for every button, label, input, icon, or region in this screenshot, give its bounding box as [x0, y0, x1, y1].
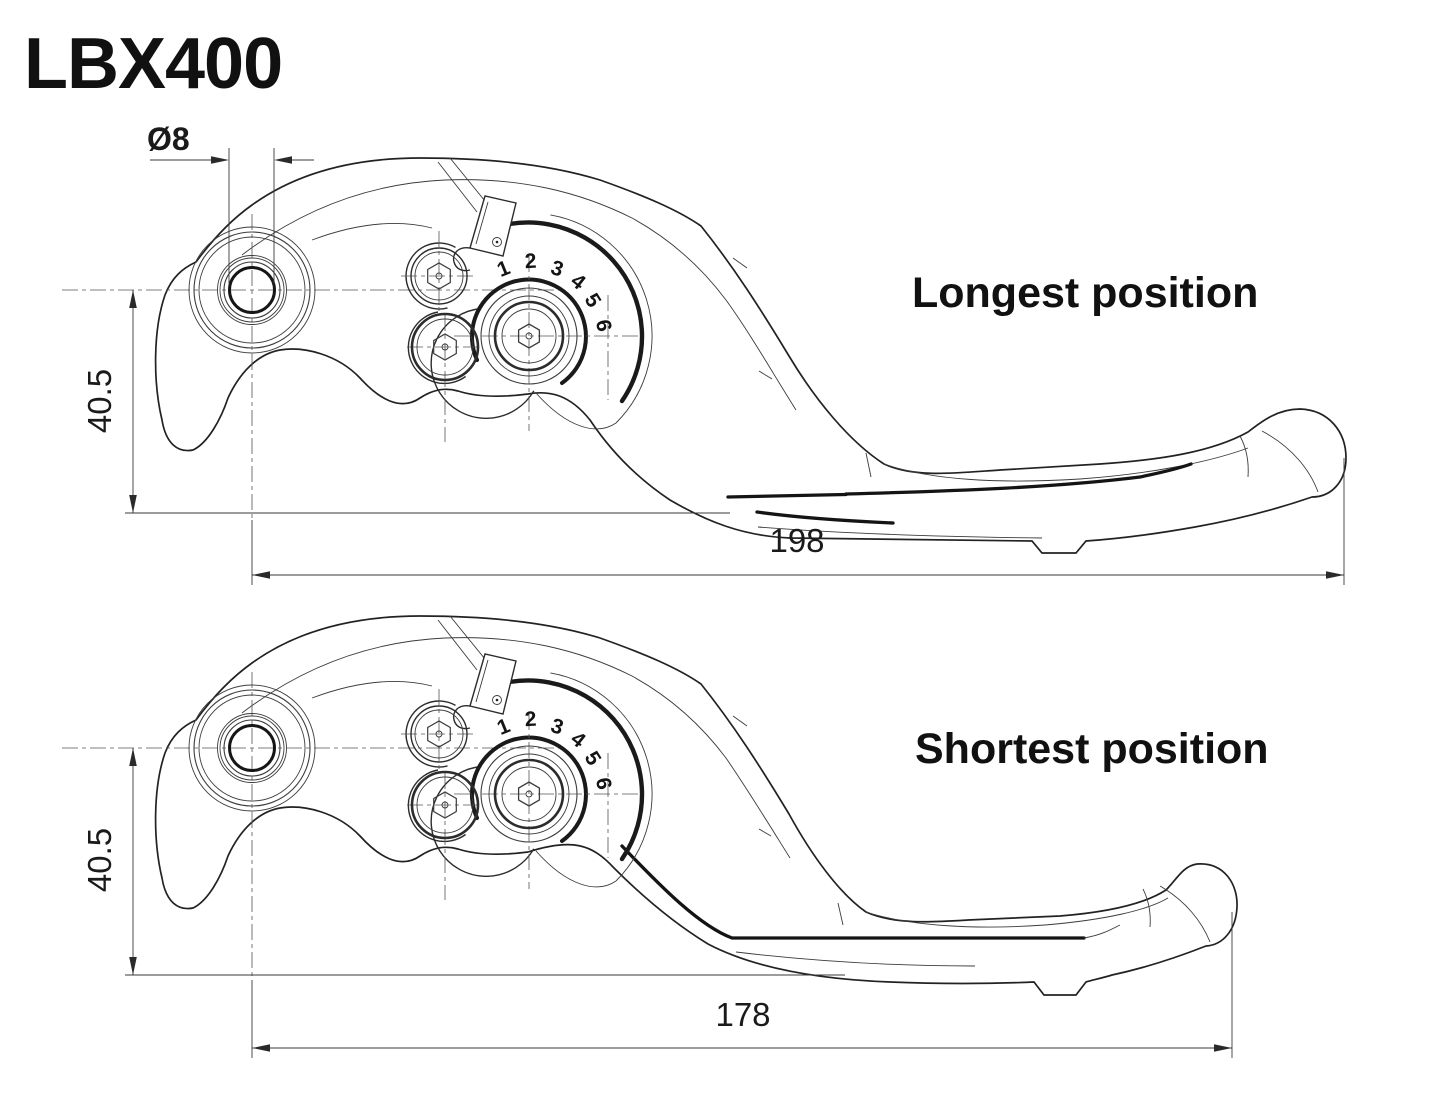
height-dimension-text: 40.5	[81, 828, 118, 892]
dimension-height-longest: 40.5	[81, 290, 730, 514]
dimension-length-longest: 198	[251, 458, 1345, 585]
bore-dimension-text: Ø8	[147, 121, 190, 157]
lever-drawing-shortest: Shortest position 40.5 178	[62, 616, 1269, 1058]
dimension-bore: Ø8	[147, 121, 314, 284]
lever-body-outline	[154, 615, 1238, 996]
blade-insert-edge	[726, 492, 848, 499]
lever-body-outline	[154, 157, 1347, 554]
dimension-height-shortest: 40.5	[81, 748, 845, 976]
dimension-length-shortest: 178	[251, 912, 1233, 1058]
page-title: LBX400	[24, 24, 282, 104]
position-label-longest: Longest position	[912, 269, 1258, 317]
length-dimension-text: 198	[769, 522, 824, 559]
height-dimension-text: 40.5	[81, 369, 118, 433]
length-dimension-text: 178	[715, 996, 770, 1033]
position-label-shortest: Shortest position	[915, 725, 1269, 773]
blade-insert-edge	[620, 844, 1086, 940]
lever-drawing-longest: Longest position Ø8 40.5 198	[62, 121, 1347, 585]
